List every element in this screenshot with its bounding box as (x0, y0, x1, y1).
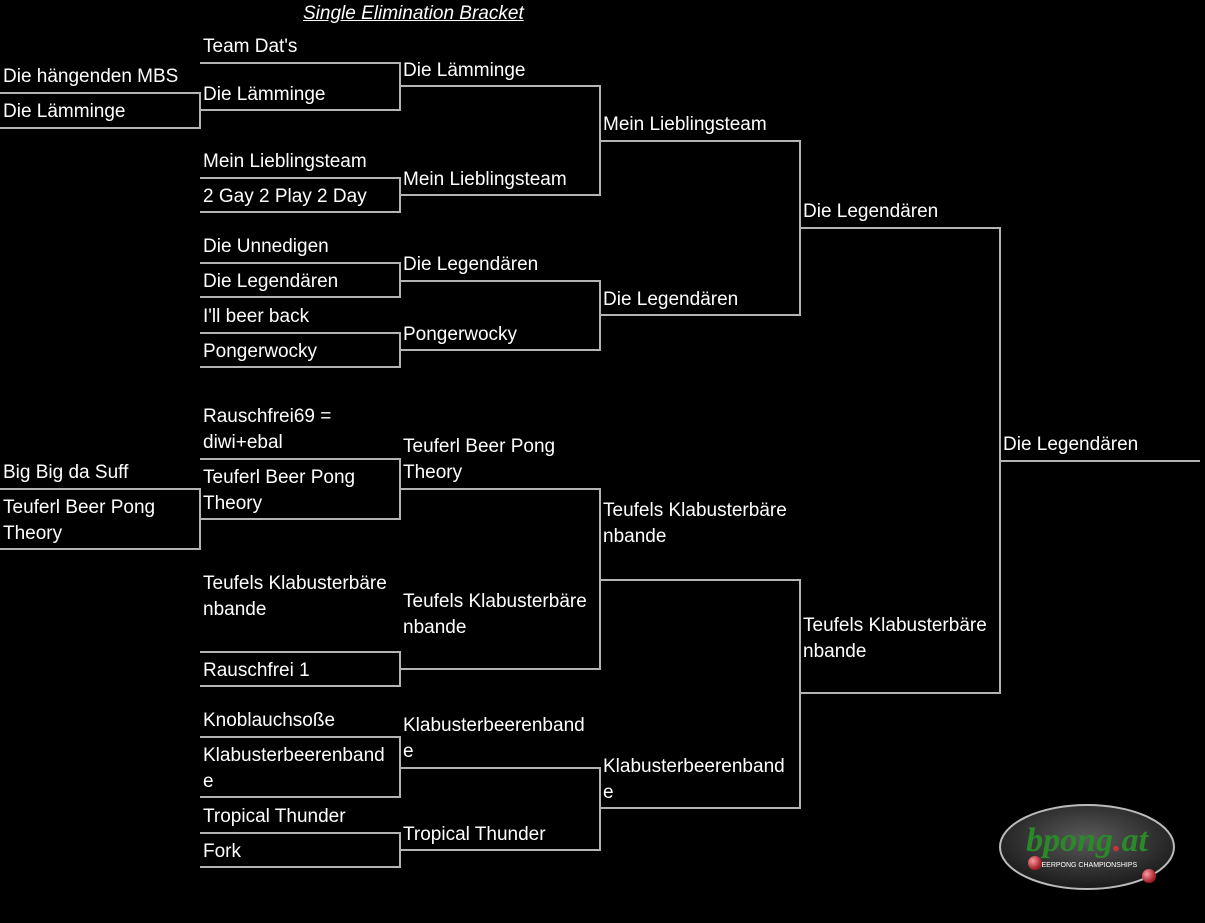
team-label: Knoblauchsoße (203, 710, 336, 731)
logo-subtitle: BEERPONG CHAMPIONSHIPS (1037, 862, 1138, 869)
team-label: I'll beer back (203, 306, 310, 327)
logo-text-main: bpong (1026, 822, 1113, 859)
team-label: Die Legendären (803, 201, 939, 222)
bracket-line (400, 488, 601, 670)
team-label: Die Legendären (203, 271, 339, 292)
team-label: Klabusterbeerenbande (403, 715, 585, 762)
team-label: Rauschfrei69 = diwi+ebal (203, 406, 332, 453)
team-label: Die Lämminge (203, 84, 326, 105)
team-label: Mein Lieblingsteam (403, 169, 567, 190)
team-label: Team Dat's (203, 36, 298, 57)
champion-label: Die Legendären (1003, 434, 1139, 455)
team-label: Die Legendären (603, 289, 739, 310)
team-label: Rauschfrei 1 (203, 660, 310, 681)
team-label: Teufels Klabusterbärenbande (203, 573, 387, 620)
team-label: Fork (203, 841, 241, 862)
ball-icon (1142, 869, 1156, 883)
team-label: 2 Gay 2 Play 2 Day (203, 186, 367, 207)
team-label: Teuferl Beer Pong Theory (203, 467, 356, 514)
team-label: Die Legendären (403, 254, 539, 275)
svg-text:bpong.at: bpong.at (1026, 822, 1149, 859)
logo-text-tld: at (1121, 822, 1149, 859)
team-label: Die Lämminge (3, 101, 126, 122)
team-label: Klabusterbeerenbande (203, 745, 385, 792)
logo-text-dot: . (1113, 822, 1122, 859)
ball-icon (1028, 856, 1042, 870)
team-label: Die Unnedigen (203, 236, 329, 257)
team-label: Die Lämminge (403, 60, 526, 81)
team-label: Teuferl Beer Pong Theory (403, 436, 556, 483)
team-label: Tropical Thunder (403, 824, 546, 845)
team-label: Tropical Thunder (203, 806, 346, 827)
team-label: Klabusterbeerenbande (603, 756, 785, 803)
team-label: Pongerwocky (403, 324, 518, 345)
bpong-logo: bpong.at BEERPONG CHAMPIONSHIPS (999, 804, 1175, 890)
page-title: Single Elimination Bracket (303, 3, 524, 24)
team-label: Big Big da Suff (3, 462, 129, 483)
team-label: Die hängenden MBS (3, 66, 179, 87)
team-label: Teufels Klabusterbärenbande (403, 591, 587, 638)
team-label: Mein Lieblingsteam (203, 151, 367, 172)
team-label: Teufels Klabusterbärenbande (603, 500, 787, 547)
team-label: Mein Lieblingsteam (603, 114, 767, 135)
team-label: Teufels Klabusterbärenbande (803, 615, 987, 662)
team-label: Teuferl Beer Pong Theory (3, 497, 156, 544)
team-label: Pongerwocky (203, 341, 318, 362)
